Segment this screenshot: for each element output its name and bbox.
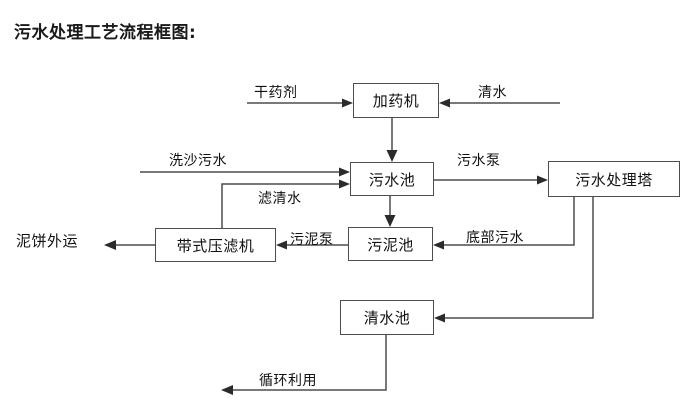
edge-label-sand-wash-sewage: 洗沙污水	[169, 153, 227, 169]
edge-label-sludge-pump: 污泥泵	[290, 232, 334, 248]
edge-sandwash-to-sewage-pool	[140, 167, 350, 177]
terminal-label-mud-cake-transport: 泥饼外运	[16, 232, 79, 250]
edge-clean-water-to-dosing	[439, 98, 560, 108]
edge-sludge-pool-to-press	[276, 240, 348, 250]
edge-label-dry-chemical: 干药剂	[254, 85, 298, 101]
node-label: 清水池	[363, 309, 411, 327]
edge-label-bottom-sewage: 底部污水	[466, 230, 524, 246]
edge-press-to-mud-cake	[104, 240, 155, 250]
edge-dry-chemical-to-dosing	[247, 98, 353, 108]
edge-sewage-pool-to-sludge-pool	[384, 196, 396, 227]
node-sewage-pool[interactable]: 污水池	[350, 162, 434, 196]
edge-clean-water-to-recycle	[221, 335, 387, 395]
node-sludge-pool[interactable]: 污泥池	[348, 227, 433, 261]
page-title: 污水处理工艺流程框图:	[14, 23, 197, 43]
edge-label-clean-water-input: 清水	[478, 85, 507, 101]
node-belt-filter-press[interactable]: 带式压滤机	[155, 228, 276, 262]
node-dosing-machine[interactable]: 加药机	[353, 83, 439, 118]
edge-label-sewage-pump: 污水泵	[457, 153, 501, 169]
edge-sewage-pool-to-tower	[434, 175, 548, 185]
node-sewage-treatment-tower[interactable]: 污水处理塔	[548, 161, 680, 197]
edge-dosing-to-sewage-pool	[386, 118, 398, 162]
node-label: 污水池	[368, 170, 416, 189]
node-label: 加药机	[372, 92, 420, 110]
edge-press-to-sewage-pool	[221, 179, 350, 228]
edge-label-filtered-clear-water: 滤清水	[258, 191, 302, 207]
node-label: 污泥池	[367, 235, 414, 254]
node-label: 带式压滤机	[176, 236, 255, 255]
node-clean-water-pool[interactable]: 清水池	[340, 300, 434, 335]
edge-tower-to-clean-water-pool	[434, 197, 594, 323]
node-label: 污水处理塔	[575, 170, 653, 189]
edge-tower-to-sludge-pool	[433, 197, 575, 250]
edge-label-recycling-reuse: 循环利用	[259, 373, 317, 389]
